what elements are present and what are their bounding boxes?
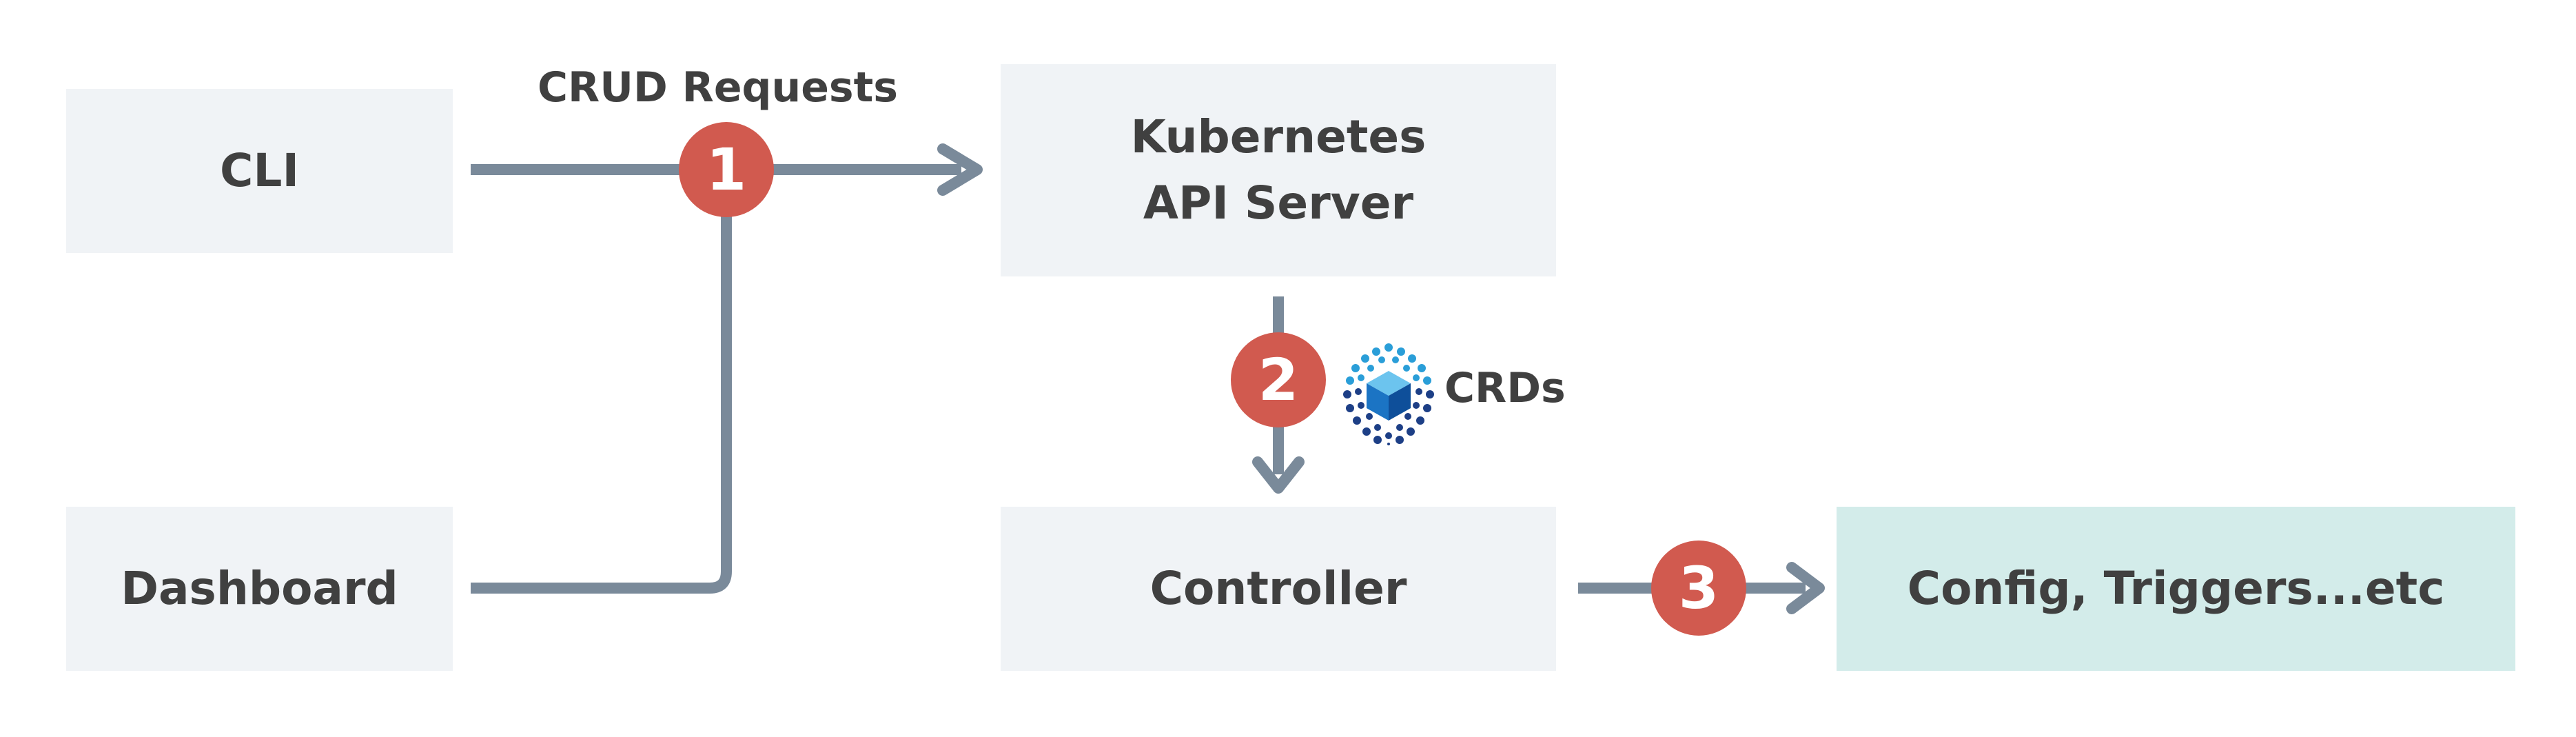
step-1-badge: 1 bbox=[679, 122, 774, 217]
cli-box: CLI bbox=[66, 89, 453, 253]
controller-box: Controller bbox=[1001, 507, 1556, 671]
api-server-box: Kubernetes API Server bbox=[1001, 64, 1556, 276]
api-server-label-line1: Kubernetes bbox=[1130, 110, 1427, 164]
api-to-controller-arrowhead bbox=[1252, 456, 1305, 494]
crds-label: CRDs bbox=[1444, 364, 1566, 412]
api-server-label-line2: API Server bbox=[1143, 176, 1414, 230]
crd-hexagon-cube-icon bbox=[1343, 343, 1434, 445]
dashboard-label: Dashboard bbox=[121, 562, 398, 616]
controller-label: Controller bbox=[1149, 562, 1407, 616]
cli-label: CLI bbox=[219, 144, 300, 198]
dashboard-box: Dashboard bbox=[66, 507, 453, 671]
config-box: Config, Triggers...etc bbox=[1837, 507, 2515, 671]
step-3-badge: 3 bbox=[1651, 541, 1746, 636]
config-label: Config, Triggers...etc bbox=[1907, 562, 2445, 616]
controller-to-config-arrowhead bbox=[1786, 562, 1825, 614]
crud-requests-label: CRUD Requests bbox=[538, 63, 899, 112]
cli-to-api-arrowhead bbox=[937, 143, 983, 196]
dashboard-to-api-line bbox=[471, 170, 732, 594]
step-2-badge: 2 bbox=[1231, 332, 1326, 427]
